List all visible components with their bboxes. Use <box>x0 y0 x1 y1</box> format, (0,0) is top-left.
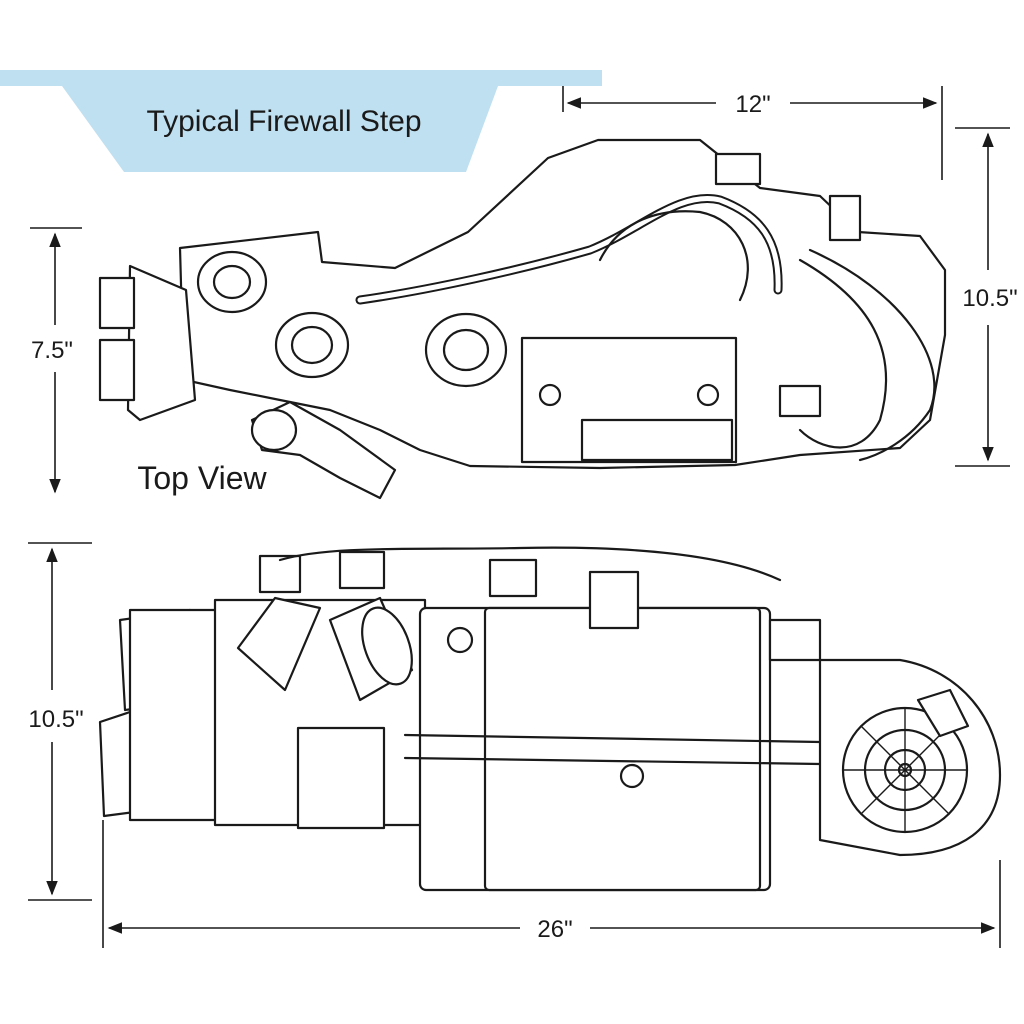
top-height-dimension <box>30 227 82 494</box>
hose-loop <box>598 210 749 302</box>
side-height-dimension <box>28 542 92 901</box>
strap-line-upper <box>403 733 822 744</box>
left-outlet-2 <box>98 338 136 402</box>
outlet-round-2-inner <box>290 325 334 365</box>
firewall-step-banner: Typical Firewall Step <box>0 70 602 172</box>
top-fitting-upper <box>714 152 762 186</box>
side-length-dimension <box>102 820 1001 948</box>
depth-dimension-label: 10.5" <box>962 285 1017 312</box>
outlet-tube-2-opening <box>361 606 413 686</box>
outlet-round-3-inner <box>442 328 490 372</box>
control-box-screw-2 <box>696 383 720 407</box>
lower-outlet-opening <box>250 408 298 452</box>
heater-hose-inner <box>357 196 781 303</box>
top-fitting-right <box>828 194 862 242</box>
left-housing <box>128 608 220 822</box>
side-drain <box>619 763 645 789</box>
outlet-round-1-inner <box>212 264 252 300</box>
control-box-screw-1 <box>538 383 562 407</box>
firewall-step-shape <box>62 86 498 172</box>
top-connector-4 <box>588 570 640 630</box>
blower-spokes <box>842 707 968 833</box>
side-fitting <box>768 618 822 662</box>
side-height-dimension-label: 10.5" <box>28 706 83 733</box>
firewall-line <box>0 70 602 86</box>
top-connector-2 <box>338 550 386 590</box>
strap-line-lower <box>403 756 822 766</box>
left-outlet-1 <box>98 276 136 330</box>
top-depth-dimension <box>955 127 1010 467</box>
outlet-tube-1 <box>236 596 322 692</box>
right-fitting-lower <box>778 384 822 418</box>
wiring-lead <box>808 248 936 462</box>
main-box-face <box>483 606 762 892</box>
mid-lower-panel <box>296 726 386 830</box>
top-view-drawing <box>98 138 947 500</box>
left-duct-block <box>126 264 197 422</box>
top-connector-1 <box>258 554 302 594</box>
top-view-label: Top View <box>137 460 267 496</box>
side-view-drawing <box>98 546 1002 892</box>
top-wiring <box>278 546 782 582</box>
side-bolt <box>446 626 474 654</box>
banner-label: Typical Firewall Step <box>146 105 421 138</box>
length-dimension-label: 26" <box>537 916 572 943</box>
top-connector-3 <box>488 558 538 598</box>
height-dimension-label: 7.5" <box>31 337 73 364</box>
width-dimension-label: 12" <box>735 91 770 118</box>
blower-motor-tab <box>916 688 970 738</box>
control-box-panel <box>580 418 734 462</box>
wiring-loop <box>798 258 888 449</box>
top-width-dimension <box>562 86 943 180</box>
